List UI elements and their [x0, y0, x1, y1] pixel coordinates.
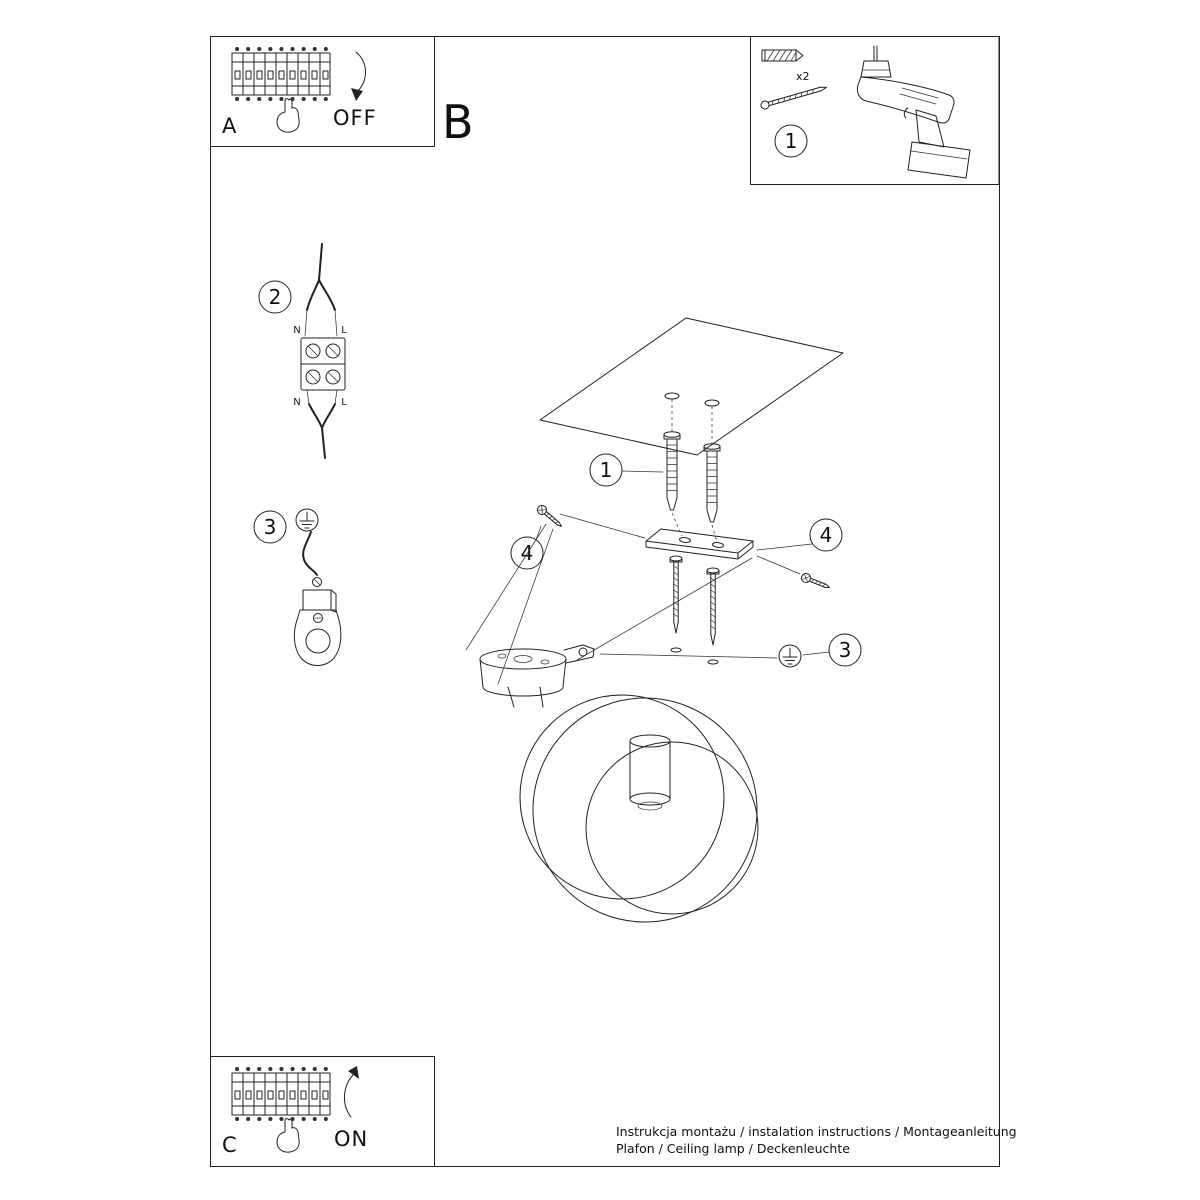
ground-tab-hole [578, 647, 588, 657]
wire-n-label-bottom: N [293, 397, 300, 408]
lamp-cage-shade [519, 694, 759, 923]
wire-l-label-top: L [341, 325, 347, 336]
mount-screw-icon [706, 567, 720, 646]
screw-icon [760, 86, 828, 110]
mount-screw-icon [669, 555, 683, 634]
step-1-badge: 1 [774, 124, 808, 158]
breaker-panel-icon [230, 1067, 332, 1121]
plug-quantity-label: x2 [796, 70, 810, 83]
step-2-badge: 2 [258, 280, 292, 314]
footer-line-2: Plafon / Ceiling lamp / Deckenleuchte [616, 1141, 850, 1156]
step-number: 3 [264, 515, 277, 539]
box-c-border [210, 1056, 435, 1167]
off-arrow-icon [355, 51, 366, 93]
section-b-label: B [442, 95, 474, 149]
terminal-block-icon [300, 337, 346, 391]
wire-n-label-top: N [293, 325, 300, 336]
tools-box: x2 1 [760, 45, 971, 179]
wire-l-label-bottom: L [341, 397, 347, 408]
on-label: ON [334, 1127, 368, 1151]
step-3-badge: 3 [253, 510, 287, 544]
ceiling-panel [539, 317, 844, 456]
off-label: OFF [333, 106, 377, 130]
step-1-badge-main: 1 [589, 453, 664, 487]
ground-connector-diagram: 3 [253, 508, 342, 666]
wall-anchor-icon [703, 443, 721, 523]
ceiling-hole [664, 392, 680, 400]
small-screw-icon [799, 571, 832, 593]
wall-plug-icon [761, 49, 804, 62]
lamp-connector-icon [293, 577, 342, 666]
main-frame [210, 36, 1000, 1167]
step-4-badge-right: 4 [809, 518, 843, 552]
ceiling-hole [704, 399, 720, 407]
step-number: 1 [600, 458, 613, 482]
small-screw-icon [535, 503, 565, 531]
box-c-label: C [222, 1133, 237, 1157]
pointing-hand-icon [276, 1118, 300, 1153]
on-arrowhead [348, 1066, 359, 1079]
step-4-badge-left: 4 [510, 536, 544, 570]
box-a-label: A [222, 114, 237, 138]
step-number: 2 [269, 285, 282, 309]
step-number: 4 [820, 523, 833, 547]
step-number: 1 [785, 129, 798, 153]
screw-hole [707, 659, 719, 665]
wiring-diagram: 2 N L N L [258, 243, 347, 459]
screw-hole [670, 647, 682, 653]
off-arrowhead [351, 88, 363, 101]
step-number: 3 [839, 638, 852, 662]
on-arrow-icon [344, 1074, 354, 1118]
drill-icon [856, 45, 971, 179]
ground-symbol-icon [295, 508, 319, 532]
mounting-bracket [645, 528, 754, 560]
wall-anchor-icon [663, 431, 681, 511]
exploded-assembly: 1 4 4 3 [465, 317, 862, 923]
ground-symbol-icon [778, 644, 802, 668]
footer: Instrukcja montażu / instalation instruc… [616, 1124, 1017, 1156]
box-tools-border [750, 36, 1000, 185]
box-a-border [210, 36, 435, 147]
breaker-panel-icon [230, 47, 332, 101]
footer-line-1: Instrukcja montażu / instalation instruc… [616, 1124, 1017, 1139]
power-on-panel: C ON [222, 1066, 368, 1157]
lamp-canopy [479, 644, 595, 708]
step-3-badge-main: 3 [828, 633, 862, 667]
pointing-hand-icon [276, 98, 300, 133]
power-off-panel: A OFF [222, 47, 377, 138]
